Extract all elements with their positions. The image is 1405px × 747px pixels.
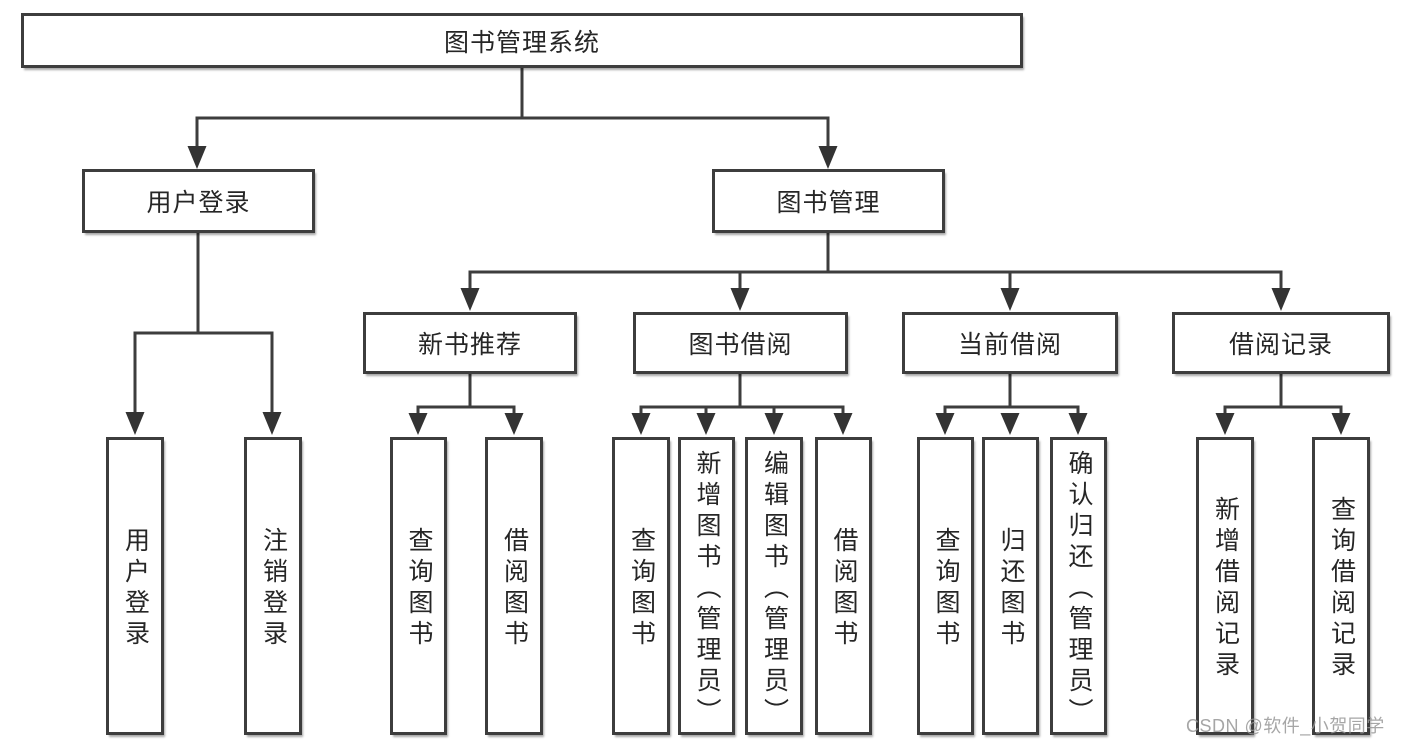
leaf-borrow-books-2: 借阅图书 xyxy=(815,437,872,735)
node-borrowing-records: 借阅记录 xyxy=(1172,312,1390,374)
leaf-confirm-return-admin-label: 确认归还（管理员） xyxy=(1065,449,1093,729)
node-book-management-label: 图书管理 xyxy=(776,189,881,217)
leaf-return-books: 归还图书 xyxy=(982,437,1039,735)
node-user-login: 用户登录 xyxy=(82,169,315,233)
node-root-system: 图书管理系统 xyxy=(21,13,1023,68)
leaf-query-books-1-label: 查询图书 xyxy=(405,527,433,651)
node-current-borrowing-label: 当前借阅 xyxy=(957,331,1062,359)
leaf-query-borrow-record-label: 查询借阅记录 xyxy=(1327,496,1356,682)
leaf-query-books-2: 查询图书 xyxy=(612,437,670,735)
leaf-edit-books-admin: 编辑图书（管理员） xyxy=(745,437,803,735)
leaf-add-borrow-record-label: 新增借阅记录 xyxy=(1211,496,1240,682)
leaf-query-books-3-label: 查询图书 xyxy=(932,527,960,651)
leaf-user-login-label: 用户登录 xyxy=(121,527,150,651)
node-current-borrowing: 当前借阅 xyxy=(902,312,1118,374)
arrowheads xyxy=(125,146,1351,435)
csdn-watermark: CSDN @软件_小贺同学 xyxy=(1186,716,1385,736)
leaf-borrow-books-1-label: 借阅图书 xyxy=(500,527,529,651)
leaf-return-books-label: 归还图书 xyxy=(997,527,1025,651)
leaf-user-login: 用户登录 xyxy=(106,437,164,735)
leaf-confirm-return-admin: 确认归还（管理员） xyxy=(1050,437,1107,735)
node-root-label: 图书管理系统 xyxy=(443,28,600,57)
leaf-add-books-admin-label: 新增图书（管理员） xyxy=(693,449,721,729)
leaf-add-borrow-record: 新增借阅记录 xyxy=(1196,437,1254,735)
node-book-borrowing-label: 图书借阅 xyxy=(688,331,793,359)
leaf-logout-label: 注销登录 xyxy=(259,527,288,651)
node-book-management: 图书管理 xyxy=(712,169,945,233)
node-borrowing-records-label: 借阅记录 xyxy=(1228,331,1333,359)
node-new-book-recommend-label: 新书推荐 xyxy=(417,331,522,359)
leaf-borrow-books-1: 借阅图书 xyxy=(485,437,543,735)
node-book-borrowing: 图书借阅 xyxy=(633,312,848,374)
leaf-query-books-1: 查询图书 xyxy=(390,437,447,735)
leaf-add-books-admin: 新增图书（管理员） xyxy=(678,437,735,735)
node-user-login-label: 用户登录 xyxy=(146,189,251,217)
leaf-logout: 注销登录 xyxy=(244,437,302,735)
leaf-query-books-3: 查询图书 xyxy=(917,437,974,735)
node-new-book-recommend: 新书推荐 xyxy=(363,312,577,374)
leaf-borrow-books-2-label: 借阅图书 xyxy=(830,527,858,651)
leaf-query-books-2-label: 查询图书 xyxy=(627,527,656,651)
leaf-query-borrow-record: 查询借阅记录 xyxy=(1312,437,1370,735)
leaf-edit-books-admin-label: 编辑图书（管理员） xyxy=(760,449,789,729)
